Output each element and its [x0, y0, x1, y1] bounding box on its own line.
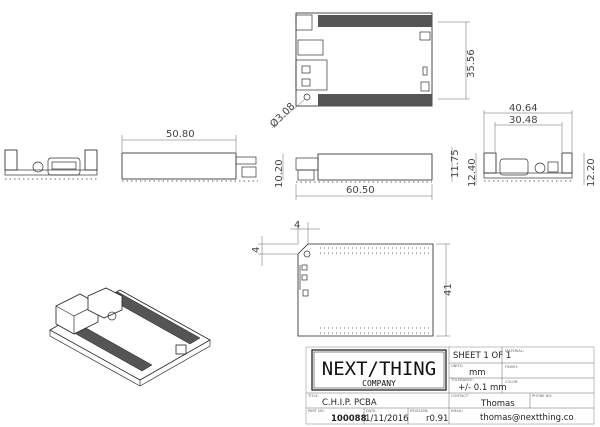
- email-value: thomas@nextthing.co: [480, 413, 574, 423]
- dim-end-height-left: 12.40: [467, 158, 478, 187]
- right-end-view: 40.64 30.48 12.40 12.20: [467, 103, 597, 187]
- dim-bottom-height: 41: [443, 283, 454, 296]
- color-label: COLOR:: [505, 380, 519, 384]
- logo-sub-text: COMPANY: [362, 379, 396, 388]
- side-view: 50.80: [121, 129, 258, 182]
- revision-label: REVISION:: [410, 409, 428, 413]
- dim-top-height: 35.56: [466, 49, 477, 78]
- dim-front-length: 60.50: [346, 185, 375, 196]
- partno-value: 100088: [331, 414, 367, 424]
- sheet-number: SHEET 1 OF 1: [453, 351, 511, 361]
- dim-end-width-outer: 40.64: [509, 103, 538, 114]
- dim-front-height: 10.20: [274, 159, 285, 188]
- front-view: 10.20 11.75 60.50: [274, 147, 461, 200]
- material-label: MATERIAL:: [505, 349, 524, 353]
- dim-side-width: 50.80: [166, 129, 195, 140]
- company-logo: NEXT/THING COMPANY: [311, 349, 447, 391]
- units-label: UNITS:: [451, 364, 463, 368]
- dim-end-width-inner: 30.48: [509, 115, 538, 126]
- date-value: 1/11/2016: [365, 414, 409, 424]
- drawing-title: C.H.I.P. PCBA: [322, 398, 377, 408]
- date-label: DATE:: [366, 409, 377, 413]
- units-value: mm: [469, 368, 486, 378]
- dim-end-height-right: 12.20: [586, 158, 597, 187]
- finish-label: FINISH:: [505, 365, 518, 369]
- isometric-view: [49, 287, 211, 387]
- contact-value: Thomas: [480, 399, 515, 409]
- dim-hole-diameter: Ø3.08: [268, 100, 298, 130]
- dim-corner-x: 4: [294, 220, 300, 231]
- tolerance-value: +/- 0.1 mm: [458, 383, 507, 393]
- title-block: NEXT/THING COMPANY SHEET 1 OF 1 MATERIAL…: [305, 346, 595, 425]
- title-label: TITLE:: [307, 394, 319, 398]
- bottom-view: 41 4 4: [251, 220, 454, 337]
- email-label: EMAIL:: [451, 409, 463, 413]
- contact-label: CONTACT:: [451, 394, 469, 398]
- revision-value: r0.91: [426, 414, 448, 424]
- tolerance-label: TOLERANCE:: [450, 378, 474, 382]
- left-end-view: [4, 149, 98, 180]
- phone-label: PHONE NO:: [532, 394, 552, 398]
- dim-corner-y: 4: [251, 247, 262, 253]
- dim-front-total-height: 11.75: [450, 149, 461, 178]
- top-view: 35.56 Ø3.08: [268, 12, 477, 130]
- logo-main-text: NEXT/THING: [322, 358, 436, 380]
- partno-label: PART NO:: [308, 409, 325, 413]
